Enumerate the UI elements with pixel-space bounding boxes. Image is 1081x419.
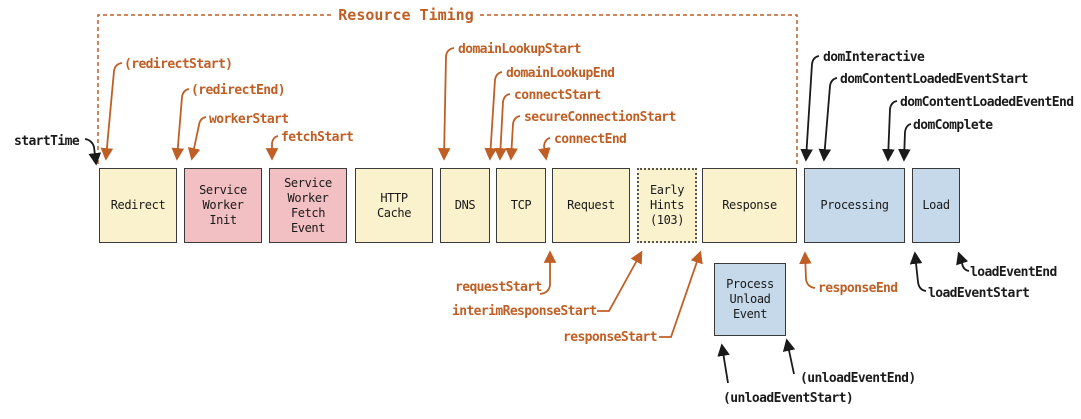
box-process-unload-event: Process Unload Event [714, 263, 786, 336]
label-domain-lookup-start: domainLookupStart [458, 42, 581, 57]
label-dom-interactive: domInteractive [823, 50, 925, 65]
arrow-redirect-end [171, 88, 190, 161]
box-load: Load [912, 168, 960, 243]
box-dns: DNS [440, 168, 490, 243]
arrow-worker-start [187, 116, 207, 161]
arrow-dom-content-loaded-event-end [882, 100, 898, 162]
label-domain-lookup-end: domainLookupEnd [506, 66, 615, 81]
box-response: Response [702, 168, 797, 243]
box-early-hints: Early Hints (103) [637, 168, 697, 243]
label-response-start: responseStart [563, 330, 658, 345]
box-redirect: Redirect [99, 168, 177, 243]
label-interim-response-start: interimResponseStart [452, 304, 597, 319]
arrow-interim-response-start [597, 250, 643, 312]
arrow-domain-lookup-end [484, 71, 503, 161]
arrow-secure-connection-start [505, 115, 521, 161]
arrow-connect-end [538, 137, 551, 161]
arrow-load-event-start [909, 251, 927, 292]
arrow-response-end [799, 251, 816, 289]
box-http-cache: HTTP Cache [355, 168, 433, 243]
label-load-event-start: loadEventStart [928, 286, 1030, 301]
label-dom-complete: domComplete [913, 118, 993, 133]
arrow-load-event-end [956, 251, 970, 272]
box-service-worker-init: Service Worker Init [184, 168, 262, 243]
label-redirect-end: (redirectEnd) [191, 83, 286, 98]
label-load-event-end: loadEventEnd [970, 265, 1057, 280]
label-fetch-start: fetchStart [281, 130, 354, 145]
label-connect-start: connectStart [514, 88, 601, 103]
label-dom-content-loaded-event-end: domContentLoadedEventEnd [900, 95, 1074, 110]
box-processing: Processing [804, 168, 905, 243]
box-tcp: TCP [496, 168, 546, 243]
arrow-redirect-start [100, 62, 123, 161]
box-request: Request [552, 168, 630, 243]
arrow-domain-lookup-start [437, 47, 455, 161]
resource-timing-bracket [97, 14, 798, 164]
arrow-start-time [84, 138, 102, 166]
box-service-worker-fetch-event: Service Worker Fetch Event [269, 168, 347, 243]
arrow-response-start [659, 250, 703, 338]
label-secure-connection-start: secureConnectionStart [524, 110, 676, 125]
label-unload-event-start: (unloadEventStart) [723, 391, 854, 406]
arrow-dom-interactive [800, 55, 820, 162]
label-redirect-start: (redirectStart) [124, 57, 233, 72]
label-start-time: startTime [14, 134, 80, 149]
arrow-fetch-start [265, 135, 279, 161]
label-response-end: responseEnd [818, 281, 898, 296]
label-request-start: requestStart [455, 280, 542, 295]
arrow-connect-start [494, 93, 511, 161]
resource-timing-title: Resource Timing [338, 6, 474, 24]
arrow-dom-content-loaded-event-start [818, 77, 838, 162]
label-dom-content-loaded-event-start: domContentLoadedEventStart [840, 72, 1029, 87]
arrow-unload-event-end [782, 338, 796, 375]
label-worker-start: workerStart [209, 112, 289, 127]
label-unload-event-end: (unloadEventEnd) [800, 371, 916, 386]
arrow-dom-complete [898, 123, 912, 162]
label-connect-end: connectEnd [554, 132, 627, 147]
arrow-unload-event-start [717, 343, 730, 384]
arrow-request-start [539, 250, 557, 295]
